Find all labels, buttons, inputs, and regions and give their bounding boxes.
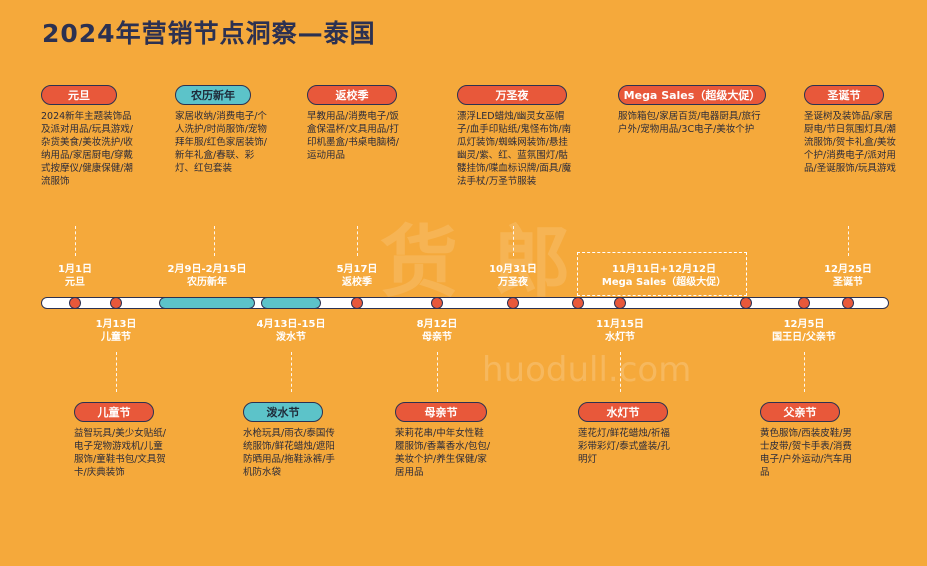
event-desc-mega-sales: 服饰箱包/家居百货/电器厨具/旅行户外/宠物用品/3C电子/美妆个护 — [618, 111, 761, 135]
connector-christmas — [848, 226, 849, 256]
timeline-date: 10月31日 — [489, 264, 537, 275]
timeline-event: 国王日/父亲节 — [772, 332, 836, 343]
timeline-label-mega-sales: 11月11日+12月12日 Mega Sales（超级大促） — [602, 263, 726, 289]
event-pill-mothers-day: 母亲节 — [395, 402, 487, 422]
timeline-dot-halloween — [507, 297, 519, 309]
event-desc-new-year: 2024新年主题装饰品及派对用品/玩具游戏/杂货美食/美妆洗护/收纳用品/家居厨… — [41, 111, 133, 187]
connector-fathers-day — [804, 352, 805, 392]
timeline-dot-back-to-school — [351, 297, 363, 309]
timeline-label-christmas: 12月25日 圣诞节 — [824, 263, 872, 289]
event-pill-songkran: 泼水节 — [243, 402, 323, 422]
event-desc-halloween: 漂浮LED蜡烛/幽灵女巫帽子/血手印贴纸/鬼怪布饰/南瓜灯装饰/蜘蛛网装饰/悬挂… — [457, 111, 572, 187]
timeline-event: 泼水节 — [275, 332, 306, 343]
event-pill-lunar-new-year: 农历新年 — [175, 85, 251, 105]
event-pill-loy-krathong: 水灯节 — [578, 402, 668, 422]
timeline-date: 1月1日 — [58, 264, 92, 275]
connector-loy-krathong — [620, 352, 621, 392]
watermark-logo: 货 郎 — [380, 218, 576, 308]
event-pill-fathers-day: 父亲节 — [760, 402, 840, 422]
timeline-date: 11月11日+12月12日 — [611, 264, 717, 275]
timeline-event: Mega Sales（超级大促） — [601, 277, 727, 288]
timeline-event: 儿童节 — [101, 332, 131, 343]
timeline-label-lunar-new-year: 2月9日-2月15日 农历新年 — [168, 263, 247, 289]
connector-songkran — [291, 352, 292, 392]
event-desc-fathers-day: 黄色服饰/西装皮鞋/男士皮带/贺卡手表/消费电子/户外运动/汽车用品 — [760, 428, 852, 478]
timeline-range-lunar-new-year — [159, 297, 255, 309]
event-pill-christmas: 圣诞节 — [804, 85, 884, 105]
connector-halloween — [513, 226, 514, 256]
timeline-date: 11月15日 — [596, 319, 644, 330]
mega-sales-bracket — [577, 252, 747, 296]
timeline-event: 万圣夜 — [498, 277, 528, 288]
timeline-label-songkran: 4月13日-15日 泼水节 — [257, 318, 326, 344]
timeline-event: 农历新年 — [186, 277, 227, 288]
timeline-label-fathers-day: 12月5日 国王日/父亲节 — [772, 318, 836, 344]
timeline-label-new-year: 1月1日 元旦 — [58, 263, 92, 289]
timeline-date: 4月13日-15日 — [256, 319, 326, 330]
connector-lunar-new-year — [214, 226, 215, 256]
event-desc-childrens-day: 益智玩具/美少女贴纸/电子宠物游戏机/儿童服饰/童鞋书包/文具贺卡/庆典装饰 — [74, 428, 166, 478]
timeline-event: 返校季 — [342, 277, 372, 288]
timeline-dot-1212 — [740, 297, 752, 309]
timeline-dot-loy-krathong — [614, 297, 626, 309]
timeline-date: 1月13日 — [95, 319, 137, 330]
timeline-dot-1111 — [572, 297, 584, 309]
connector-mothers-day — [437, 352, 438, 392]
event-pill-halloween: 万圣夜 — [457, 85, 567, 105]
watermark-url: huodull.com — [482, 350, 692, 390]
timeline-label-back-to-school: 5月17日 返校季 — [337, 263, 378, 289]
timeline-range-songkran — [261, 297, 321, 309]
event-desc-christmas: 圣诞树及装饰品/家居厨电/节日氛围灯具/潮流服饰/贺卡礼盒/美妆个护/消费电子/… — [804, 111, 896, 174]
timeline-event: 圣诞节 — [833, 277, 863, 288]
event-pill-mega-sales: Mega Sales（超级大促） — [618, 85, 766, 105]
event-desc-back-to-school: 早教用品/消费电子/饭盒保温杯/文具用品/打印机墨盒/书桌电脑椅/运动用品 — [307, 111, 399, 161]
event-desc-loy-krathong: 莲花灯/鲜花蜡烛/祈福彩带彩灯/泰式盛装/孔明灯 — [578, 428, 670, 465]
timeline-date: 2月9日-2月15日 — [167, 264, 247, 275]
timeline-dot-fathers-day — [798, 297, 810, 309]
timeline-date: 12月5日 — [783, 319, 825, 330]
timeline-event: 水灯节 — [605, 332, 635, 343]
event-pill-new-year: 元旦 — [41, 85, 117, 105]
connector-childrens-day — [116, 352, 117, 392]
timeline-date: 12月25日 — [824, 264, 872, 275]
event-pill-childrens-day: 儿童节 — [74, 402, 154, 422]
timeline-event: 元旦 — [64, 277, 85, 288]
timeline-dot-childrens-day — [110, 297, 122, 309]
connector-new-year — [75, 226, 76, 256]
event-desc-lunar-new-year: 家居收纳/消费电子/个人洗护/时尚服饰/宠物拜年服/红色家居装饰/新年礼盒/春联… — [175, 111, 267, 174]
timeline-label-halloween: 10月31日 万圣夜 — [489, 263, 537, 289]
timeline-dot-new-year — [69, 297, 81, 309]
event-pill-back-to-school: 返校季 — [307, 85, 397, 105]
timeline-dot-christmas — [842, 297, 854, 309]
timeline-date: 8月12日 — [416, 319, 458, 330]
timeline-date: 5月17日 — [336, 264, 378, 275]
timeline-label-mothers-day: 8月12日 母亲节 — [417, 318, 458, 344]
connector-back-to-school — [357, 226, 358, 256]
event-desc-songkran: 水枪玩具/雨衣/泰国传统服饰/鲜花蜡烛/遮阳防晒用品/拖鞋泳裤/手机防水袋 — [243, 428, 335, 478]
timeline-dot-mothers-day — [431, 297, 443, 309]
page-title: 2024年营销节点洞察—泰国 — [42, 19, 376, 48]
timeline-label-childrens-day: 1月13日 儿童节 — [96, 318, 137, 344]
timeline-label-loy-krathong: 11月15日 水灯节 — [596, 318, 644, 344]
timeline-event: 母亲节 — [422, 332, 452, 343]
event-desc-mothers-day: 茉莉花串/中年女性鞋履服饰/香薰香水/包包/美妆个护/养生保健/家居用品 — [395, 428, 491, 478]
